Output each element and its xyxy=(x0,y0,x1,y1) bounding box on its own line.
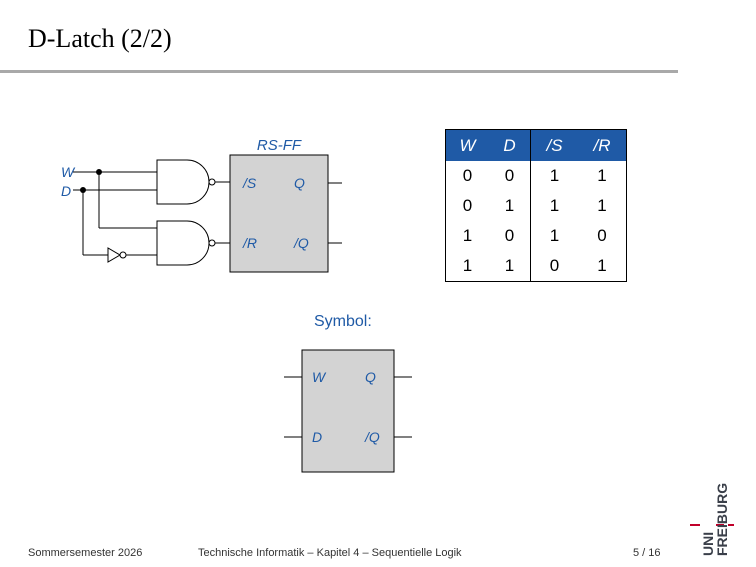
table-cell: 1 xyxy=(597,256,607,275)
title-rule xyxy=(0,70,678,73)
table-cell: 0 xyxy=(489,161,531,191)
symbol-pin-nq: /Q xyxy=(364,429,380,445)
table-row: 0 0 1 1 xyxy=(446,161,627,191)
truth-table-header-row: W D /S /R xyxy=(445,129,627,161)
rs-ff-label: RS-FF xyxy=(257,137,302,154)
table-cell: 1 xyxy=(462,226,473,245)
pin-s-label: /S xyxy=(242,175,257,191)
table-cell: 0 xyxy=(489,221,531,251)
table-cell: 1 xyxy=(597,166,607,185)
table-cell: 0 xyxy=(549,256,560,275)
nand-2-bubble xyxy=(208,239,216,247)
table-cell: 1 xyxy=(549,226,560,245)
table-cell: 1 xyxy=(489,251,531,282)
pin-r-label: /R xyxy=(242,235,257,251)
slide-title: D-Latch (2/2) xyxy=(28,24,172,53)
symbol-pin-q: Q xyxy=(365,369,376,385)
table-cell: 0 xyxy=(462,196,473,215)
nand-gate-1 xyxy=(156,159,210,205)
nand-1-bubble xyxy=(208,178,216,186)
table-row: 0 1 1 1 xyxy=(446,191,627,221)
pin-nq-label: /Q xyxy=(293,235,309,251)
header-w: W xyxy=(445,129,489,161)
rs-ff-box xyxy=(229,154,329,273)
input-w-label: W xyxy=(61,164,76,180)
symbol-heading: Symbol: xyxy=(314,313,372,330)
footer-course: Technische Informatik – Kapitel 4 – Sequ… xyxy=(198,547,462,559)
symbol-pin-w: W xyxy=(312,369,327,385)
truth-table: W D /S /R 0 0 1 1 0 1 1 1 1 0 1 0 1 1 0 xyxy=(445,129,627,282)
logo-text-uni: UNI xyxy=(700,532,716,556)
footer-semester: Sommersemester 2026 xyxy=(28,547,143,559)
symbol-box xyxy=(301,349,395,473)
nand-gate-2 xyxy=(156,220,210,266)
table-cell: 0 xyxy=(597,226,607,245)
symbol-pin-d: D xyxy=(312,429,322,445)
logo-text-freiburg: FREIBURG xyxy=(714,483,730,556)
table-cell: 0 xyxy=(462,166,473,185)
header-d: D xyxy=(489,129,531,161)
table-cell: 1 xyxy=(489,191,531,221)
table-cell: 1 xyxy=(597,196,607,215)
pin-q-label: Q xyxy=(294,175,305,191)
university-logo: UNI FREIBURG xyxy=(690,483,734,556)
table-cell: 1 xyxy=(549,196,560,215)
inverter-bubble xyxy=(119,251,127,259)
inverter-triangle xyxy=(107,247,121,263)
table-row: 1 0 1 0 xyxy=(446,221,627,251)
table-cell: 1 xyxy=(462,256,473,275)
header-r: /R xyxy=(578,129,627,161)
header-s: /S xyxy=(530,129,578,161)
table-cell: 1 xyxy=(549,166,560,185)
table-row: 1 1 0 1 xyxy=(446,251,627,282)
footer-page-number: 5 / 16 xyxy=(633,547,661,559)
input-d-label: D xyxy=(61,183,71,199)
